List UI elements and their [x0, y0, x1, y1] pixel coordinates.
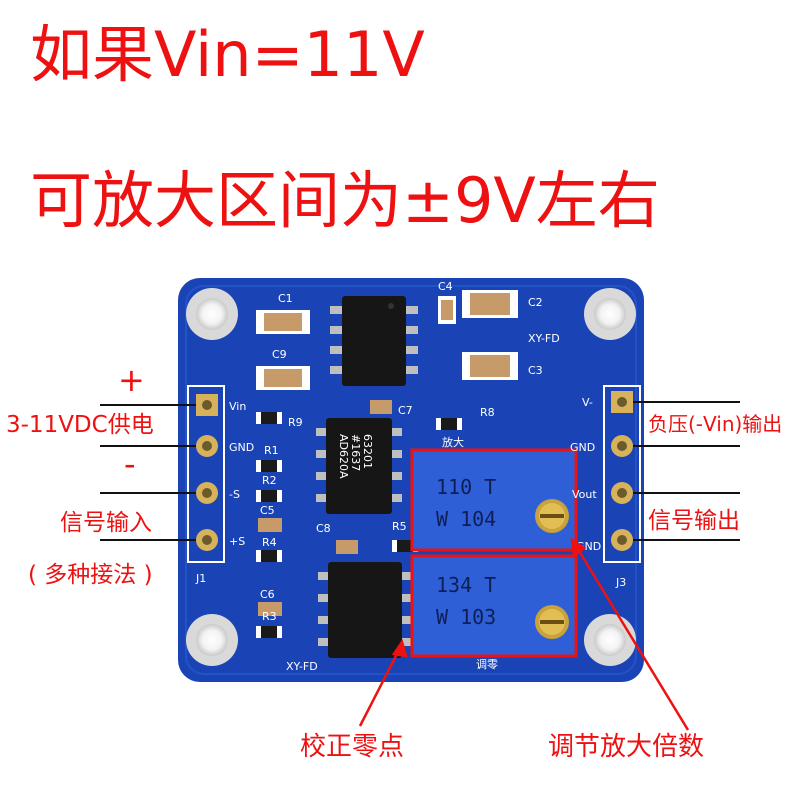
ic-top [330, 296, 418, 386]
mounting-holes [186, 288, 636, 666]
label-c4: C4 [438, 280, 453, 293]
pin-label-vminus: V- [582, 396, 593, 409]
silk-zero: 调零 [476, 658, 498, 671]
label-zero: 校正零点 [300, 732, 405, 762]
pin-label-vout: Vout [572, 488, 597, 501]
capacitors [256, 290, 518, 616]
label-r5: R5 [392, 520, 407, 533]
label-methods: ( 多种接法 ) [28, 562, 153, 588]
label-r9: R9 [288, 416, 303, 429]
potentiometer-zero [410, 554, 578, 658]
pot1-mark-top: 110 T [436, 475, 496, 499]
header-j1 [187, 385, 225, 563]
label-gain: 调节放大倍数 [548, 732, 705, 762]
label-signal-out: 信号输出 [648, 508, 740, 534]
pointer-lines [358, 537, 690, 731]
label-j3: J3 [615, 576, 626, 589]
chip-mark-line3: 63201 [361, 434, 374, 469]
label-neg-out: 负压(-Vin)输出 [648, 412, 783, 436]
label-r3: R3 [262, 610, 277, 623]
label-signal-in: 信号输入 [60, 510, 152, 536]
label-r2: R2 [262, 474, 277, 487]
chip-mark-line1: AD620A [337, 434, 350, 479]
pin-label-gnd-right: GND [570, 441, 595, 454]
label-j1: J1 [195, 572, 206, 585]
silkscreen: C1 C2 C3 C4 C5 C6 C7 C8 C9 R1 R2 R3 R4 R… [195, 280, 626, 673]
label-r8: R8 [480, 406, 495, 419]
pot2-mark-top: 134 T [436, 573, 496, 597]
pin-label-gnd-left: GND [229, 441, 254, 454]
label-model-bottom: XY-FD [286, 660, 318, 673]
label-c5: C5 [260, 504, 275, 517]
ic-bottom [318, 562, 412, 658]
label-model-top: XY-FD [528, 332, 560, 345]
label-c7: C7 [398, 404, 413, 417]
label-c2: C2 [528, 296, 543, 309]
chip-mark-line2: #1637 [349, 434, 362, 471]
pin-label-plus-s: +S [229, 535, 245, 548]
label-r4: R4 [262, 536, 277, 549]
silk-amplify: 放大 [442, 435, 464, 449]
headline-line2: 可放大区间为±9V左右 [30, 164, 660, 237]
label-r1: R1 [264, 444, 279, 457]
label-c9: C9 [272, 348, 287, 361]
resistors [256, 412, 462, 638]
pot2-mark-bottom: W 103 [436, 605, 496, 629]
headline-line1: 如果Vin=11V [30, 18, 425, 91]
label-c1: C1 [278, 292, 293, 305]
pot1-mark-bottom: W 104 [436, 507, 496, 531]
label-c3: C3 [528, 364, 543, 377]
label-plus: + [118, 361, 145, 399]
label-supply: 3-11VDC供电 [6, 412, 154, 438]
potentiometer-gain [410, 448, 578, 552]
label-minus: - [124, 445, 136, 483]
label-c6: C6 [260, 588, 275, 601]
header-j3 [603, 385, 641, 563]
ic-ad620 [316, 418, 402, 514]
pin-label-vin: Vin [229, 400, 246, 413]
label-c8: C8 [316, 522, 331, 535]
pin-label-minus-s: -S [229, 488, 240, 501]
pin-lines [100, 401, 740, 541]
